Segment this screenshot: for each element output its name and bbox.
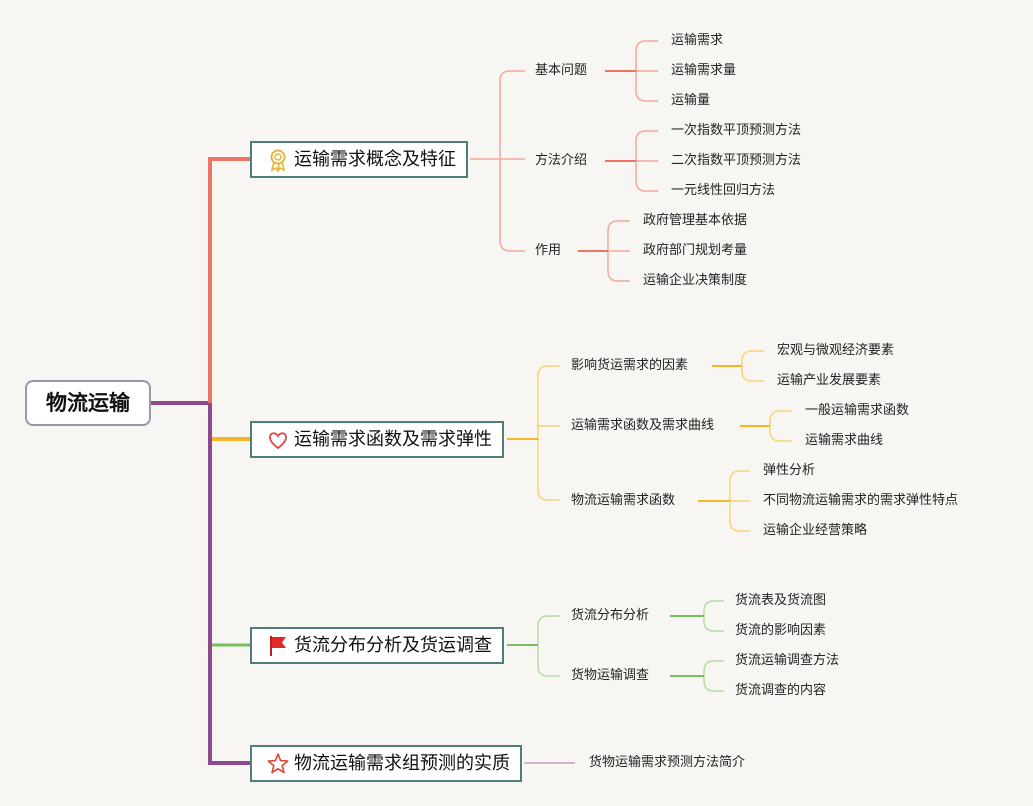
red-flag-icon: [266, 634, 290, 658]
topic-demand-concept[interactable]: 运输需求概念及特征: [250, 141, 468, 178]
subtopic-flow-distribution[interactable]: 货流分布分析: [571, 608, 650, 623]
root-node[interactable]: 物流运输: [25, 380, 151, 426]
topic-cargo-flow[interactable]: 货流分布分析及货运调查: [250, 627, 504, 664]
leaf-item[interactable]: 货流运输调查方法: [735, 653, 840, 668]
leaf-item[interactable]: 一般运输需求函数: [805, 403, 910, 418]
leaf-item[interactable]: 宏观与微观经济要素: [777, 343, 895, 358]
leaf-item[interactable]: 运输需求曲线: [805, 433, 884, 448]
subtopic-role[interactable]: 作用: [535, 243, 562, 258]
topic-forecast-essence[interactable]: 物流运输需求组预测的实质: [250, 745, 522, 782]
topic-demand-function[interactable]: 运输需求函数及需求弹性: [250, 421, 504, 458]
leaf-item[interactable]: 一次指数平顶预测方法: [671, 123, 802, 138]
leaf-item[interactable]: 运输产业发展要素: [777, 373, 882, 388]
leaf-item[interactable]: 运输量: [671, 93, 711, 108]
heart-icon: [266, 428, 290, 452]
leaf-item[interactable]: 弹性分析: [763, 463, 816, 478]
topic-label: 运输需求函数及需求弹性: [294, 429, 492, 450]
leaf-item[interactable]: 运输企业经营策略: [763, 523, 868, 538]
leaf-item[interactable]: 政府管理基本依据: [643, 213, 748, 228]
leaf-item[interactable]: 一元线性回归方法: [671, 183, 776, 198]
subtopic-basic-issues[interactable]: 基本问题: [535, 63, 588, 78]
subtopic-influencing-factors[interactable]: 影响货运需求的因素: [571, 358, 689, 373]
leaf-item[interactable]: 运输需求量: [671, 63, 737, 78]
leaf-item[interactable]: 运输企业决策制度: [643, 273, 748, 288]
leaf-item[interactable]: 货流调查的内容: [735, 683, 827, 698]
leaf-item[interactable]: 货流表及货流图: [735, 593, 827, 608]
topic-label: 运输需求概念及特征: [294, 149, 456, 170]
leaf-item[interactable]: 运输需求: [671, 33, 724, 48]
ribbon-award-icon: [266, 148, 290, 174]
leaf-item[interactable]: 货流的影响因素: [735, 623, 827, 638]
subtopic-logistics-demand-function[interactable]: 物流运输需求函数: [571, 493, 676, 508]
subtopic-method-intro[interactable]: 方法介绍: [535, 153, 588, 168]
topic-label: 货流分布分析及货运调查: [294, 635, 492, 656]
star-icon: [266, 752, 290, 776]
topic-label: 物流运输需求组预测的实质: [294, 753, 510, 774]
subtopic-forecast-methods[interactable]: 货物运输需求预测方法简介: [589, 755, 746, 770]
leaf-item[interactable]: 政府部门规划考量: [643, 243, 748, 258]
leaf-item[interactable]: 不同物流运输需求的需求弹性特点: [763, 493, 959, 508]
subtopic-demand-curve[interactable]: 运输需求函数及需求曲线: [571, 418, 715, 433]
subtopic-transport-survey[interactable]: 货物运输调查: [571, 668, 650, 683]
leaf-item[interactable]: 二次指数平顶预测方法: [671, 153, 802, 168]
